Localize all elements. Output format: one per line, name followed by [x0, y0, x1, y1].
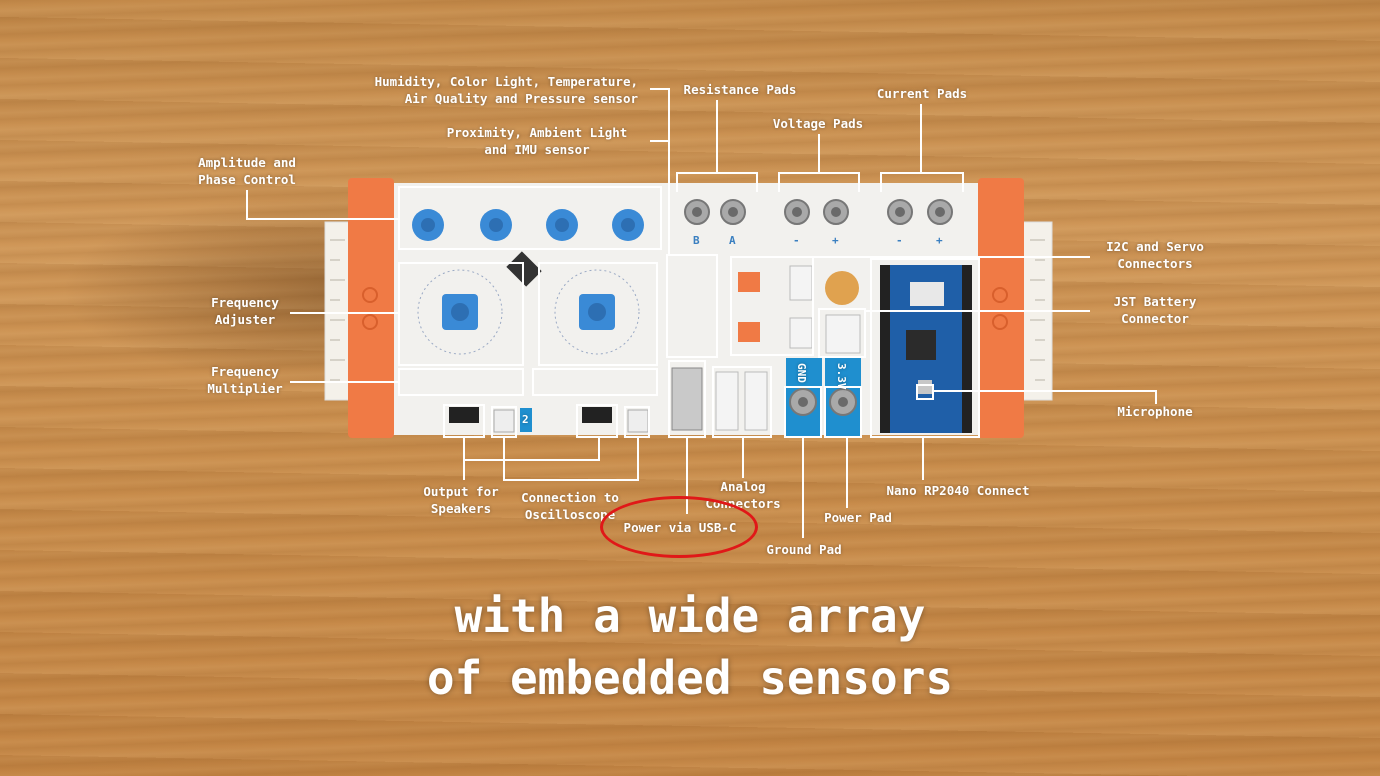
- line-voltage: [818, 134, 820, 172]
- box-scope-right: [624, 406, 650, 438]
- box-nano: [870, 258, 980, 438]
- line-humidity-v: [668, 88, 670, 254]
- box-mult-right: [532, 368, 658, 396]
- line-power: [846, 438, 848, 508]
- line-ground: [802, 438, 804, 538]
- box-voltage: [778, 172, 860, 192]
- line-amplitude-h: [246, 218, 398, 220]
- gnd-label: GND: [795, 363, 808, 383]
- box-amplitude: [398, 186, 662, 250]
- label-oscilloscope: Connection to Oscilloscope: [521, 490, 619, 522]
- current-minus-label: -: [896, 234, 903, 247]
- left-orange-frame: [348, 178, 394, 438]
- caption: with a wide array of embedded sensors: [0, 585, 1380, 709]
- amplitude-knobs: [412, 209, 644, 241]
- box-scope-left: [491, 406, 517, 438]
- pad-a-label: A: [729, 234, 736, 247]
- box-speaker-right: [576, 404, 618, 438]
- box-power: [824, 386, 862, 438]
- label-output-speakers: Output for Speakers: [423, 484, 499, 516]
- frequency-dials: [417, 269, 640, 355]
- label-nano: Nano RP2040 Connect: [886, 483, 1030, 498]
- line-freq-mult: [290, 381, 398, 383]
- box-current: [880, 172, 964, 192]
- label-ground: Ground Pad: [766, 542, 842, 557]
- label-proximity: Proximity, Ambient Light and IMU sensor: [446, 125, 628, 157]
- line-scope-b: [637, 438, 639, 480]
- caption-line-1: with a wide array: [454, 589, 926, 643]
- label-microphone: Microphone: [1117, 404, 1193, 419]
- label-freq-adjuster: Frequency Adjuster: [211, 295, 279, 327]
- pad-b-label: B: [693, 234, 700, 247]
- line-analog: [742, 438, 744, 478]
- box-speaker-left: [443, 404, 485, 438]
- terminal-pads: [684, 199, 953, 225]
- line-mic-h: [934, 390, 1156, 392]
- label-humidity: Humidity, Color Light, Temperature, Air …: [374, 74, 638, 106]
- box-analog: [712, 366, 772, 438]
- caption-line-2: of embedded sensors: [426, 651, 954, 705]
- line-scope-h: [503, 479, 639, 481]
- usb-highlight-circle: [600, 496, 758, 558]
- line-i2c: [814, 256, 1090, 258]
- box-freq-left: [398, 262, 524, 366]
- line-amplitude-v: [246, 190, 248, 220]
- box-i2c: [730, 256, 814, 356]
- box-microphone: [916, 384, 934, 400]
- label-freq-mult: Frequency Multiplier: [207, 364, 283, 396]
- line-scope-a: [503, 438, 505, 480]
- box-usb: [668, 360, 706, 438]
- label-power-pad: Power Pad: [824, 510, 892, 525]
- voltage-minus-label: -: [793, 234, 800, 247]
- line-current: [920, 104, 922, 172]
- line-resistance: [716, 100, 718, 172]
- label-current: Current Pads: [876, 86, 968, 101]
- line-speaker-h: [463, 459, 600, 461]
- label-amplitude: Amplitude and Phase Control: [198, 155, 296, 187]
- line-freq-adjuster: [290, 312, 398, 314]
- box-proximity: [666, 254, 718, 358]
- line-nano: [922, 438, 924, 480]
- label-voltage: Voltage Pads: [772, 116, 864, 131]
- label-resistance: Resistance Pads: [683, 82, 797, 97]
- line-proximity-h: [650, 140, 670, 142]
- current-plus-label: +: [936, 234, 943, 247]
- box-mult-left: [398, 368, 524, 396]
- box-freq-right: [538, 262, 658, 366]
- line-mic-v: [1155, 390, 1157, 404]
- box-jst: [818, 308, 866, 358]
- box-resistance: [676, 172, 758, 192]
- line-jst: [866, 310, 1090, 312]
- box-ground: [784, 386, 822, 438]
- voltage-plus-label: +: [832, 234, 839, 247]
- line-speaker-b: [598, 438, 600, 460]
- line-humidity-h: [650, 88, 670, 90]
- ch2-label: 2: [522, 413, 529, 426]
- label-i2c: I2C and Servo Connectors: [1106, 239, 1204, 271]
- label-jst: JST Battery Connector: [1113, 294, 1197, 326]
- line-usb: [686, 438, 688, 514]
- right-orange-frame: [978, 178, 1024, 438]
